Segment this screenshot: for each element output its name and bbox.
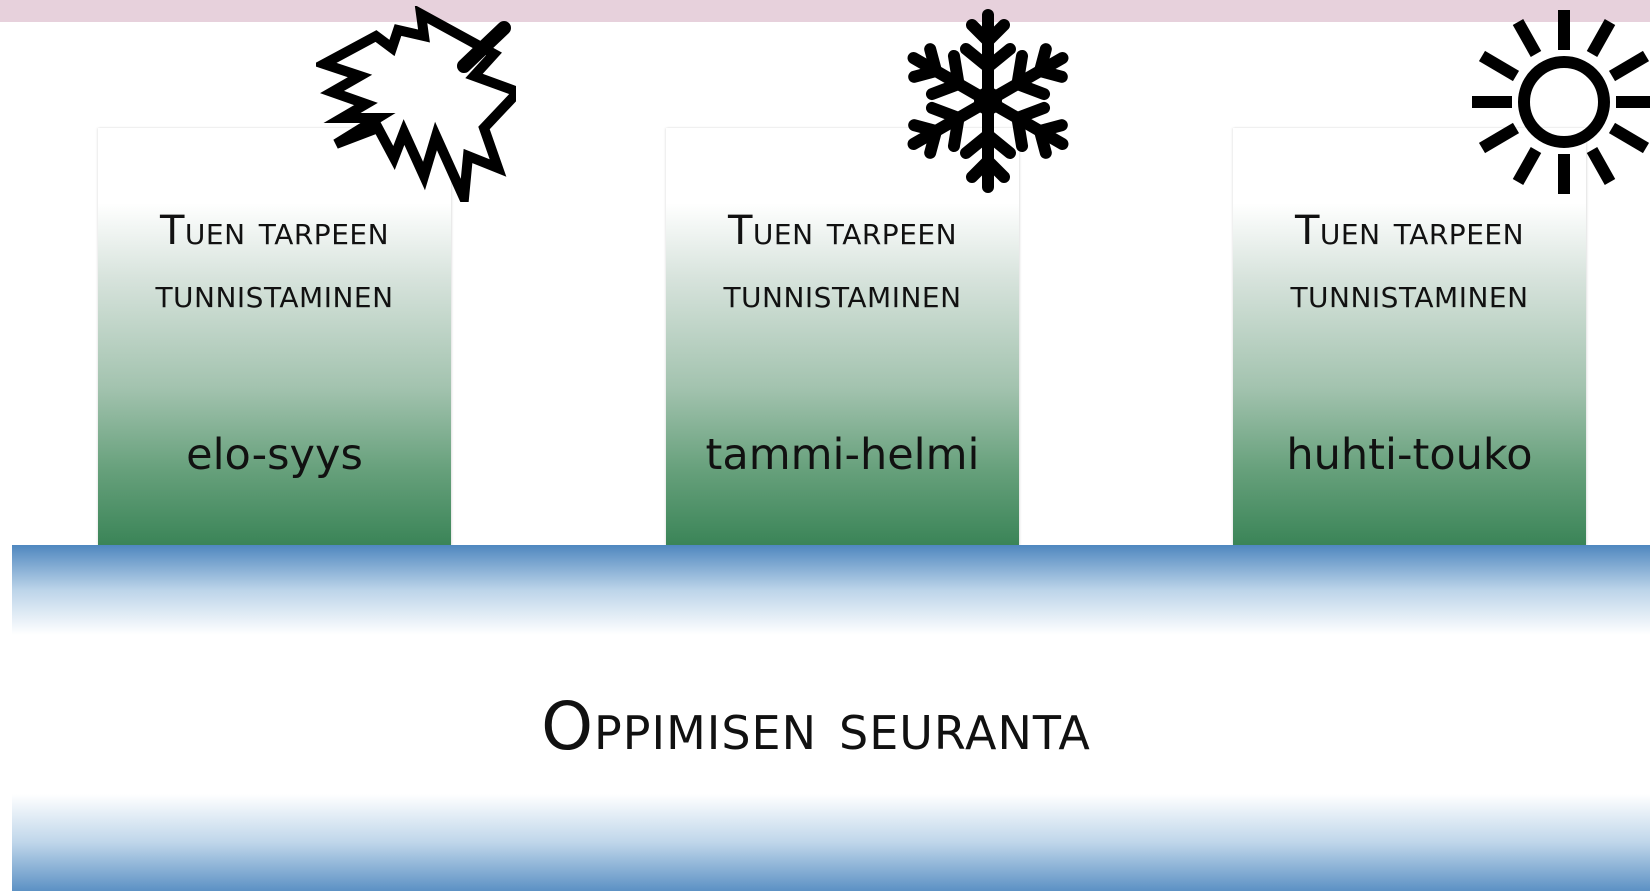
snowflake-icon [907, 9, 1069, 193]
pillar-title: Tuen tarpeen tunnistaminen [666, 200, 1019, 326]
pillar-title-line1: Tuen tarpeen [159, 208, 390, 254]
sun-icon [1472, 10, 1650, 194]
pillar-autumn: Tuen tarpeen tunnistaminen elo-syys [98, 128, 451, 546]
pillar-title-line2: tunnistaminen [155, 271, 394, 317]
top-bar [0, 0, 1650, 22]
pillar-title: Tuen tarpeen tunnistaminen [1233, 200, 1586, 326]
base-platform: Oppimisen seuranta [12, 545, 1650, 891]
pillar-title-line1: Tuen tarpeen [1294, 208, 1525, 254]
pillar-title-line2: tunnistaminen [723, 271, 962, 317]
pillar-period: tammi-helmi [705, 430, 980, 480]
pillar-spring: Tuen tarpeen tunnistaminen huhti-touko [1233, 128, 1586, 546]
maple-leaf-icon [316, 6, 516, 202]
pillar-title-line1: Tuen tarpeen [727, 208, 958, 254]
pillar-title-line2: tunnistaminen [1290, 271, 1529, 317]
pillar-title: Tuen tarpeen tunnistaminen [98, 200, 451, 326]
pillar-period: huhti-touko [1286, 430, 1533, 480]
base-label: Oppimisen seuranta [541, 688, 1091, 765]
pillar-winter: Tuen tarpeen tunnistaminen tammi-helmi [666, 128, 1019, 546]
pillar-period: elo-syys [186, 430, 363, 480]
